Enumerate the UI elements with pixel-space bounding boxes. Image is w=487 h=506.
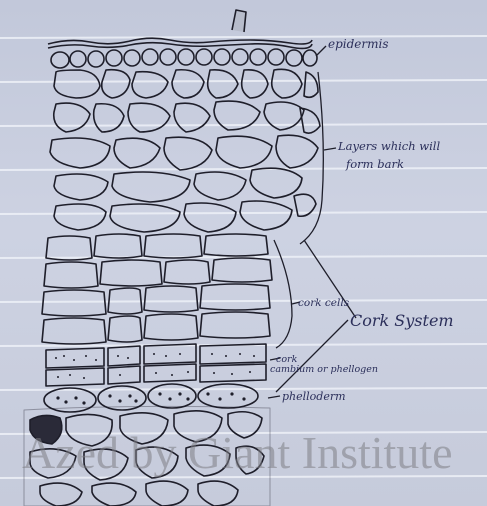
watermark: Azed by Giant Institute xyxy=(22,427,453,478)
label-bark-line2: form bark xyxy=(345,157,404,171)
label-cork-cambium-line2: cambium or phellogen xyxy=(270,364,378,375)
label-phelloderm: phelloderm xyxy=(282,390,346,403)
cuticle xyxy=(48,38,312,44)
bark-forming-layers xyxy=(50,69,320,232)
cork-cells xyxy=(42,234,272,344)
label-epidermis: epidermis xyxy=(328,37,389,51)
label-bark-line1: Layers which will xyxy=(337,139,440,153)
cork-cambium-phellogen xyxy=(46,344,266,386)
label-cork-cells: cork cells xyxy=(298,297,350,309)
label-cork-system: Cork System xyxy=(350,311,454,330)
epidermis-cells xyxy=(51,49,317,68)
stem-stump xyxy=(232,10,246,32)
